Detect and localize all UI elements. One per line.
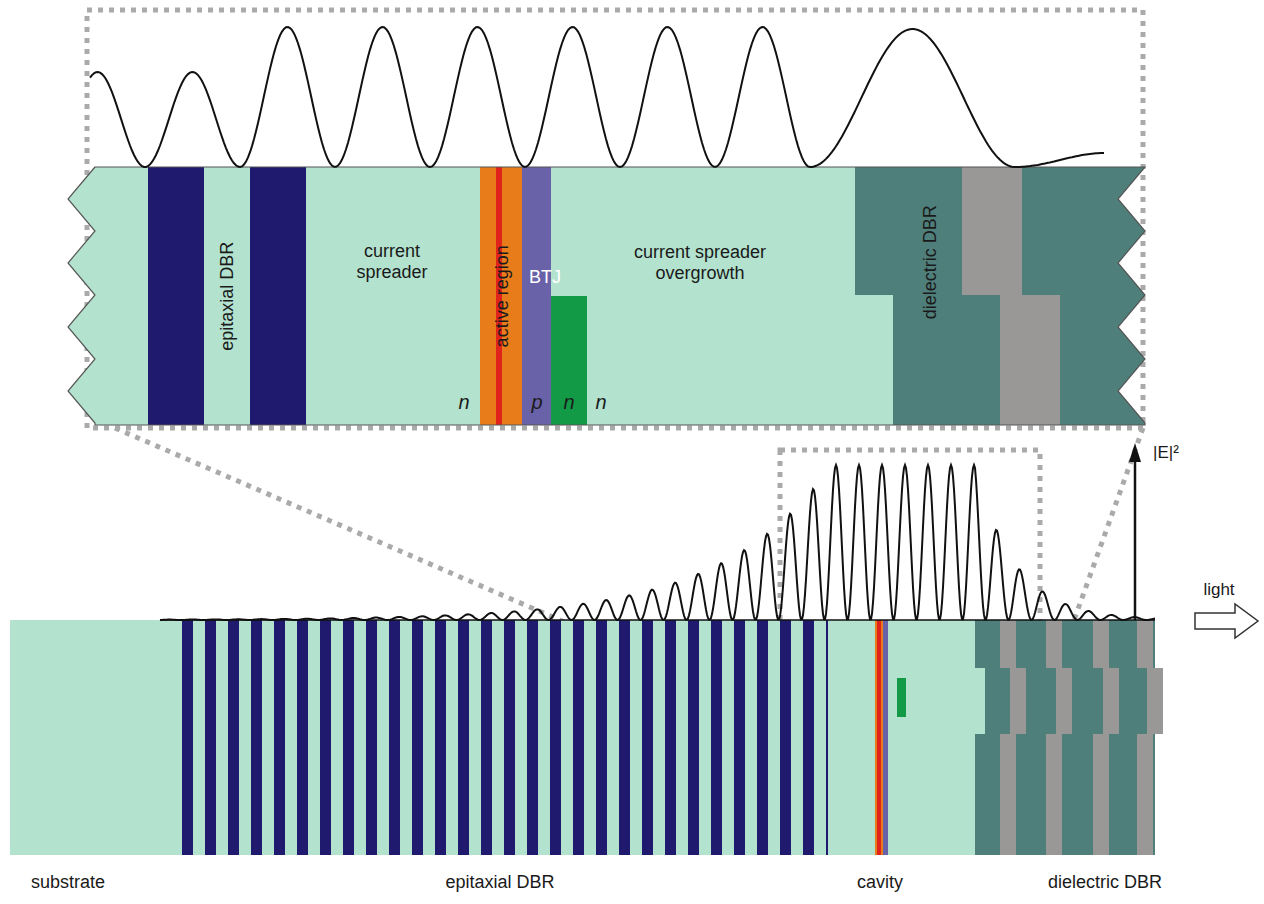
layer-label: active region [492,245,513,347]
arrow-label: light [1203,580,1234,600]
doping-label: p [531,391,542,414]
axis [1134,460,1137,620]
axis-head [1129,443,1141,462]
light-arrow [1195,604,1258,638]
doping-label: n [458,391,469,414]
inset-layers [40,167,1170,425]
axis-label: |E|² [1153,443,1179,463]
field-curve [160,465,1155,620]
doping-label: n [595,391,606,414]
layer-label: BTJ [529,267,561,288]
baseline [160,619,1155,621]
layer-label: epitaxial DBR [218,241,239,350]
section-label: substrate [31,872,105,893]
doping-label: n [563,391,574,414]
section-label: cavity [857,872,903,893]
field-curve [90,27,1104,167]
section-label: epitaxial DBR [445,872,554,893]
vcsel-structure [10,620,1163,855]
layer-label: dielectric DBR [920,205,941,319]
section-label: dielectric DBR [1048,872,1162,893]
layer-label: current spreader overgrowth [590,242,810,283]
layer-label: current spreader [327,241,457,282]
